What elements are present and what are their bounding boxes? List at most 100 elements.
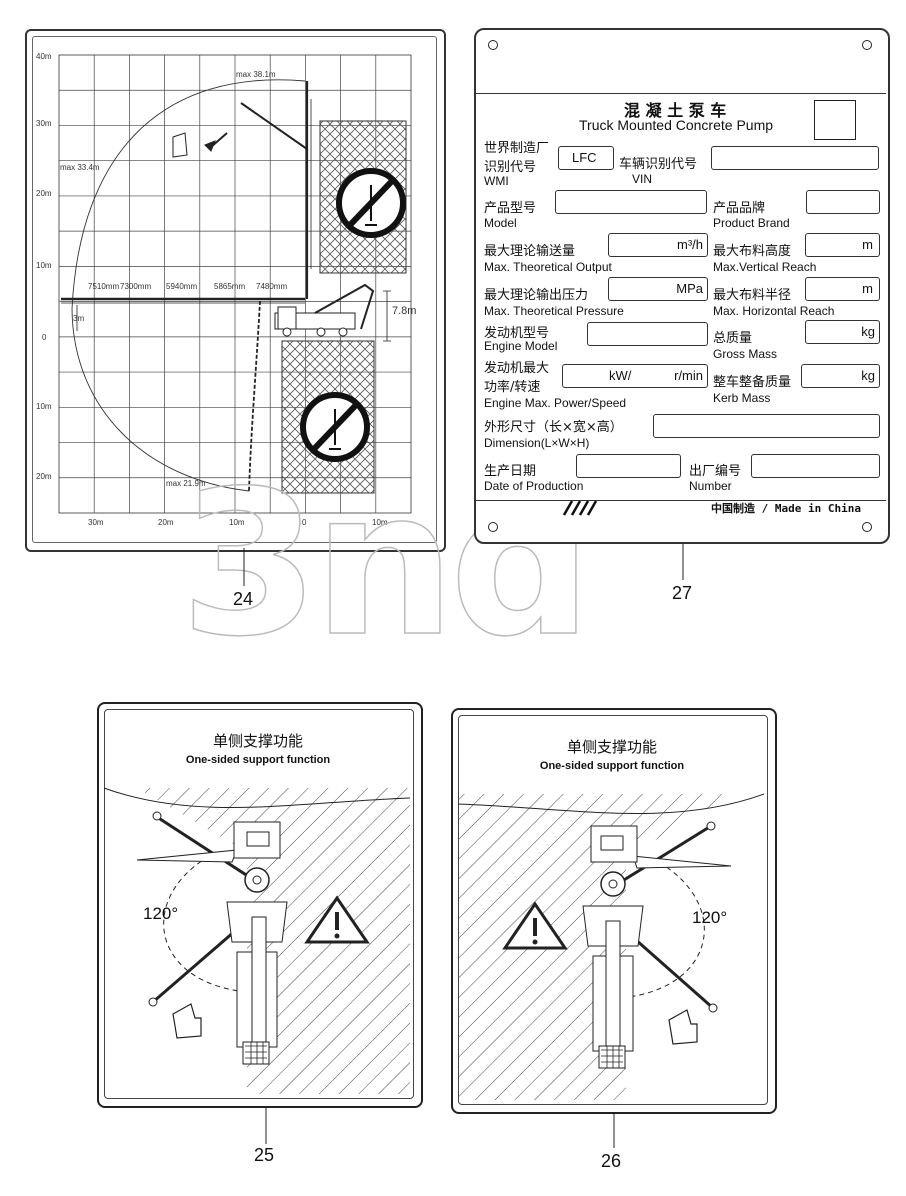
power-unit-1: kW/ bbox=[609, 368, 632, 383]
support-right-title-cn: 单侧支撑功能 bbox=[566, 738, 657, 756]
kerb-label-en: Kerb Mass bbox=[713, 391, 771, 405]
y-label-10: 10m bbox=[36, 261, 52, 270]
hreach-label-en: Max. Horizontal Reach bbox=[713, 304, 835, 318]
section-length-1: 7510mm bbox=[88, 282, 120, 291]
section-length-2: 7300mm bbox=[120, 282, 152, 291]
vreach-unit: m bbox=[862, 237, 873, 252]
max-height-label: max 38.1m bbox=[236, 70, 276, 79]
engine-label-en: Engine Model bbox=[484, 339, 558, 353]
nameplate-title-en: Truck Mounted Concrete Pump bbox=[579, 117, 774, 133]
engine-field bbox=[587, 322, 708, 346]
stamp-box bbox=[814, 100, 856, 140]
number-label-en: Number bbox=[689, 479, 732, 493]
y-label-30: 30m bbox=[36, 119, 52, 128]
power-label-en: Engine Max. Power/Speed bbox=[484, 396, 627, 410]
rivet-hole-icon bbox=[488, 522, 498, 532]
hreach-unit: m bbox=[862, 281, 873, 296]
reach-diagram-svg bbox=[58, 54, 412, 514]
power-unit-2: r/min bbox=[674, 368, 703, 383]
gross-unit: kg bbox=[861, 324, 875, 339]
kerb-label-cn: 整车整备质量 bbox=[713, 375, 792, 390]
vin-field bbox=[711, 146, 879, 170]
x-label-pos10: 10m bbox=[372, 518, 388, 527]
support-left-title-en: One-sided support function bbox=[185, 754, 331, 766]
engine-label-cn: 发动机型号 bbox=[484, 326, 550, 341]
gross-label-cn: 总质量 bbox=[713, 331, 753, 346]
wmi-value: LFC bbox=[572, 150, 597, 165]
prohibited-sign-lower bbox=[300, 392, 370, 462]
output-label-cn: 最大理论输送量 bbox=[484, 244, 576, 259]
y-label-neg20: 20m bbox=[36, 472, 52, 481]
date-label-en: Date of Production bbox=[484, 479, 584, 493]
brand-label-en: Product Brand bbox=[713, 216, 790, 230]
output-field: m³/h bbox=[608, 233, 708, 257]
dim-label-cn: 外形尺寸（长×宽×高） bbox=[484, 420, 623, 435]
pressure-label-en: Max. Theoretical Pressure bbox=[484, 304, 624, 318]
hreach-field: m bbox=[805, 277, 880, 301]
y-label-20: 20m bbox=[36, 189, 52, 198]
date-field bbox=[576, 454, 681, 478]
pressure-unit: MPa bbox=[676, 281, 703, 296]
reach-diagram-panel bbox=[25, 29, 446, 552]
y-label-neg10: 10m bbox=[36, 402, 52, 411]
power-label-cn-1: 发动机最大 bbox=[484, 361, 550, 376]
brand-label-cn: 产品品牌 bbox=[713, 201, 766, 216]
callout-26: 26 bbox=[601, 1151, 622, 1171]
vin-label-en: VIN bbox=[632, 172, 653, 186]
x-label-20: 20m bbox=[158, 518, 174, 527]
support-right-angle: 120° bbox=[692, 908, 728, 927]
vreach-label-cn: 最大布料高度 bbox=[713, 244, 792, 259]
thumbs-up-icon bbox=[172, 132, 228, 158]
vin-label-cn: 车辆识别代号 bbox=[619, 157, 698, 172]
callout-24: 24 bbox=[233, 589, 254, 609]
x-label-0: 0 bbox=[302, 518, 307, 527]
section-length-3: 5940mm bbox=[166, 282, 198, 291]
date-label-cn: 生产日期 bbox=[484, 464, 537, 479]
power-label-cn-2: 功率/转速 bbox=[484, 380, 541, 395]
support-right-title-en: One-sided support function bbox=[539, 760, 685, 772]
support-left-angle: 120° bbox=[143, 904, 179, 923]
pivot-label: 3m bbox=[73, 314, 85, 323]
thumbs-up-icon bbox=[172, 1003, 202, 1039]
gross-label-en: Gross Mass bbox=[713, 347, 778, 361]
kerb-field: kg bbox=[801, 364, 880, 388]
power-field: kW/ r/min bbox=[562, 364, 708, 388]
warning-triangle-icon bbox=[304, 895, 370, 944]
hreach-label-cn: 最大布料半径 bbox=[713, 288, 792, 303]
support-right-diagram bbox=[457, 793, 765, 1100]
rivet-hole-icon bbox=[862, 522, 872, 532]
made-in-label: 中国制造 / Made in China bbox=[711, 502, 861, 515]
support-left-diagram bbox=[103, 787, 411, 1094]
model-field bbox=[555, 190, 707, 214]
wmi-label-en: WMI bbox=[484, 174, 509, 188]
model-label-cn: 产品型号 bbox=[484, 201, 537, 216]
nameplate-title-cn: 混 凝 土 泵 车 bbox=[624, 101, 727, 120]
rivet-hole-icon bbox=[862, 40, 872, 50]
manufacturer-logo-icon bbox=[562, 500, 598, 516]
x-label-30: 30m bbox=[88, 518, 104, 527]
kerb-unit: kg bbox=[861, 368, 875, 383]
output-label-en: Max. Theoretical Output bbox=[484, 260, 612, 274]
prohibited-sign-upper bbox=[336, 168, 406, 238]
section-length-4: 5865mm bbox=[214, 282, 246, 291]
thumbs-up-icon bbox=[668, 1009, 698, 1045]
model-label-en: Model bbox=[484, 216, 517, 230]
brand-field bbox=[806, 190, 880, 214]
callout-27: 27 bbox=[672, 583, 693, 603]
wmi-label-cn-1: 世界制造厂 bbox=[484, 141, 550, 156]
max-depth-label: max 21.9m bbox=[166, 479, 206, 488]
vreach-label-en: Max.Vertical Reach bbox=[713, 260, 817, 274]
boom-height-label: 7.8m bbox=[392, 305, 417, 317]
x-label-10: 10m bbox=[229, 518, 245, 527]
y-label-40: 40m bbox=[36, 52, 52, 61]
warning-triangle-icon bbox=[502, 901, 568, 950]
number-field bbox=[751, 454, 880, 478]
pressure-label-cn: 最大理论输出压力 bbox=[484, 288, 589, 303]
wmi-label-cn-2: 识别代号 bbox=[484, 160, 537, 175]
rivet-hole-icon bbox=[488, 40, 498, 50]
dim-field bbox=[653, 414, 880, 438]
support-left-title-cn: 单侧支撑功能 bbox=[212, 732, 303, 750]
truck-illustration bbox=[274, 283, 375, 337]
number-label-cn: 出厂编号 bbox=[689, 464, 742, 479]
dim-label-en: Dimension(L×W×H) bbox=[484, 436, 590, 450]
